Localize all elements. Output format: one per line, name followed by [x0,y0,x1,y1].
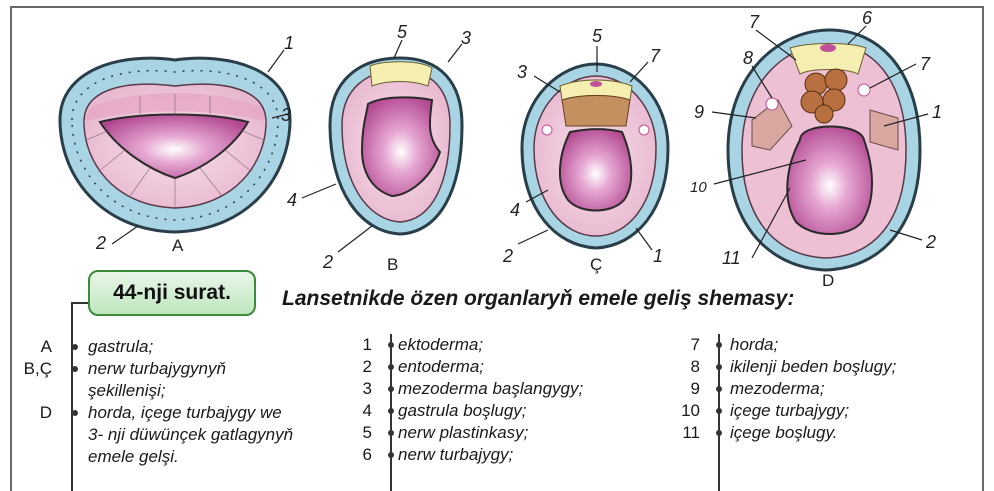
legend-bullet [388,408,394,414]
legend-bullet [72,410,78,416]
figure-number: 44-nji surat. [113,281,231,305]
legend-text: mezoderma başlangygy; [398,378,583,400]
label-c-4: 4 [510,200,520,220]
label-c-5: 5 [592,26,603,46]
embryo-c [518,46,668,250]
legend-bullet [72,366,78,372]
legend-bullet [388,430,394,436]
legend-key: 6 [348,444,372,466]
label-d-6: 6 [862,8,873,28]
label-d-8: 8 [743,48,753,68]
legend-bullet [72,344,78,350]
legend-key: 5 [348,422,372,444]
legend-text: nerw plastinkasy; [398,422,528,444]
legend-text: emele gelşi. [88,446,179,468]
label-a-2: 2 [95,233,106,253]
legend-key: 3 [348,378,372,400]
label-b-4: 4 [287,190,297,210]
stage-c-caption: Ç [590,255,602,274]
legend-key: D [14,402,52,424]
legend-key: 2 [348,356,372,378]
legend-text: ikilenji beden boşlugy; [730,356,896,378]
label-d-7a: 7 [749,12,760,32]
embryo-b [302,40,462,252]
label-a-1: 1 [284,33,294,53]
label-d-7b: 7 [920,54,931,74]
legend-bullet [388,386,394,392]
legend-bullet [716,408,722,414]
label-c-3: 3 [517,62,527,82]
legend-text: içege boşlugy. [730,422,837,444]
label-c-2: 2 [502,246,513,266]
legend-text: horda; [730,334,778,356]
legend-text: ektoderma; [398,334,483,356]
legend-bullet [388,364,394,370]
label-a-3: 3 [281,105,291,125]
legend-bullet [716,430,722,436]
legend-key: A [14,336,52,358]
stage-d-caption: D [822,271,834,290]
legend-bullet [716,342,722,348]
legend-text: 3- nji düwünçek gatlagynyň [88,424,293,446]
label-b-5: 5 [397,22,408,42]
legend-bullet [388,342,394,348]
legend-key: 7 [676,334,700,356]
label-d-11: 11 [722,248,741,268]
label-c-7: 7 [650,46,661,66]
embryo-a [60,50,290,244]
legend-text: nerw turbajygy; [398,444,513,466]
label-b-3: 3 [461,28,471,48]
label-c-1: 1 [653,246,663,266]
legend-bullet [388,452,394,458]
label-d-2: 2 [925,232,936,252]
legend-key: 8 [676,356,700,378]
legend-text: mezoderma; [730,378,824,400]
stage-a-caption: A [172,236,184,255]
legend-key: 9 [676,378,700,400]
legend-key: B,Ç [14,358,52,380]
label-d-10: 10 [690,179,707,196]
legend-key: 1 [348,334,372,356]
legend-key: 4 [348,400,372,422]
figure-number-badge: 44-nji surat. [88,270,256,316]
figure-title: Lansetnikde özen organlaryň emele geliş … [282,287,794,311]
legend-text: gastrula; [88,336,153,358]
legend-text: horda, içege turbajygy we [88,402,282,424]
stage-b-caption: B [387,255,398,274]
legend-key: 10 [676,400,700,422]
legend-text: içege turbajygy; [730,400,849,422]
legend-bullet [716,364,722,370]
legend-text: entoderma; [398,356,484,378]
legend-text: nerw turbajygynyň [88,358,226,380]
legend-key: 11 [676,422,700,444]
label-d-1: 1 [932,102,942,122]
legend-text: gastrula boşlugy; [398,400,527,422]
legend-text: şekillenişi; [88,380,165,402]
label-b-2: 2 [322,252,333,272]
label-d-9: 9 [694,102,704,122]
legend-bullet [716,386,722,392]
